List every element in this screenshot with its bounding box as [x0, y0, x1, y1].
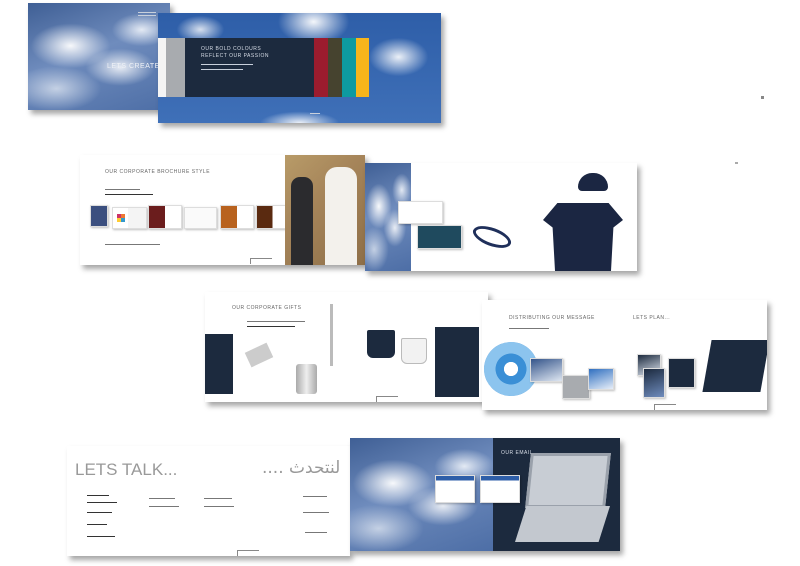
distributing-body-text — [509, 328, 549, 329]
gifts-heading: OUR CORPORATE GIFTS — [232, 305, 302, 311]
laptop-keyboard — [515, 506, 610, 542]
page-marker — [376, 396, 398, 402]
lets-plan-heading: LETS PLAN... — [633, 315, 671, 321]
arabic-text-1 — [303, 496, 327, 497]
contact-text-5 — [87, 536, 115, 537]
brochure-thumb-5 — [220, 205, 254, 229]
desk-calendar — [702, 340, 767, 392]
page-marker — [237, 550, 259, 556]
sky-card-1 — [530, 358, 563, 382]
colour-palette-band: OUR BOLD COLOURS REFLECT OUR PASSION — [158, 38, 382, 97]
palette-body-text-2 — [201, 69, 243, 70]
cover-logo-text — [138, 12, 156, 13]
pen — [330, 304, 333, 366]
calendar-card-3 — [668, 358, 695, 388]
businessman-figure — [291, 177, 313, 265]
contact-text-1 — [87, 495, 109, 496]
page-marker — [250, 258, 272, 264]
contact-text-9 — [204, 506, 234, 507]
white-mug — [401, 338, 427, 364]
email-page: OUR EMAIL — [493, 438, 620, 551]
spread-merchandise — [365, 163, 637, 271]
spread-distributing-message: DISTRIBUTING OUR MESSAGE LETS PLAN... — [482, 300, 767, 410]
spread-brochure-style: OUR CORPORATE BROCHURE STYLE — [80, 155, 365, 265]
spread-lets-talk: LETS TALK... لنتحدث .... — [67, 446, 350, 556]
spread-bold-colours: OUR BOLD COLOURS REFLECT OUR PASSION — [158, 13, 441, 123]
swatch-grey — [166, 38, 185, 97]
notebook — [205, 334, 233, 394]
contact-text-7 — [149, 506, 179, 507]
brochure-footer-text — [105, 244, 160, 245]
grey-card — [562, 375, 590, 399]
brochure-style-heading: OUR CORPORATE BROCHURE STYLE — [105, 169, 211, 175]
page-number — [310, 113, 320, 114]
canister — [296, 364, 317, 394]
cap — [578, 173, 608, 191]
t-shirt — [543, 203, 623, 271]
our-email-heading: OUR EMAIL — [501, 450, 534, 456]
laptop-screen — [525, 453, 611, 508]
email-screenshot-2 — [480, 475, 520, 503]
cover-logo-text-2 — [138, 15, 156, 16]
palette-body-text — [201, 64, 253, 65]
cover-lets-create: LETS CREATE — [28, 3, 170, 110]
contact-text-4 — [87, 524, 107, 525]
brochure-thumb-2 — [112, 207, 147, 229]
arabic-text-2 — [303, 512, 329, 513]
distributing-heading: DISTRIBUTING OUR MESSAGE — [509, 315, 595, 321]
swatch-yellow — [356, 38, 369, 97]
spread-our-email: OUR EMAIL — [350, 438, 620, 551]
brochure-thumb-3 — [148, 205, 182, 229]
swatch-navy: OUR BOLD COLOURS REFLECT OUR PASSION — [185, 38, 314, 97]
lanyard — [470, 221, 514, 253]
gifts-body-text-2 — [247, 326, 295, 327]
black-mug — [367, 330, 395, 358]
stray-mark — [761, 96, 764, 99]
card-holder — [244, 342, 274, 368]
lets-talk-arabic-title: لنتحدث .... — [262, 458, 341, 478]
arab-businessman-figure — [325, 167, 357, 265]
contact-text-6 — [149, 498, 175, 499]
swatch-red — [314, 38, 328, 97]
shopping-bag — [435, 327, 479, 397]
palette-heading-line2: REFLECT OUR PASSION — [201, 53, 269, 59]
calendar-card-2 — [643, 368, 665, 398]
page-marker — [654, 404, 676, 410]
letterhead — [417, 225, 462, 249]
business-cards — [398, 201, 443, 224]
brochure-body-text — [105, 189, 140, 190]
sky-card-2 — [588, 368, 614, 390]
lets-talk-title: LETS TALK... — [75, 460, 178, 479]
brochure-body-text-2 — [105, 194, 153, 195]
gifts-body-text — [247, 321, 305, 322]
palette-heading-line1: OUR BOLD COLOURS — [201, 46, 262, 52]
handshake-photo — [285, 155, 365, 265]
contact-text-8 — [204, 498, 232, 499]
arabic-text-3 — [305, 532, 327, 533]
email-screenshot-1 — [435, 475, 475, 503]
spread-corporate-gifts: OUR CORPORATE GIFTS — [205, 292, 488, 402]
swatch-olive — [328, 38, 342, 97]
swatch-white — [158, 38, 166, 97]
cover-title: LETS CREATE — [107, 63, 160, 70]
swatch-teal — [342, 38, 356, 97]
brochure-thumb-1 — [90, 205, 108, 227]
contact-text-3 — [87, 512, 112, 513]
brochure-thumb-6 — [256, 205, 289, 229]
cd-disc — [484, 342, 538, 396]
contact-text-2 — [87, 502, 117, 503]
stray-mark — [735, 162, 738, 164]
brochure-thumb-4 — [184, 207, 217, 229]
